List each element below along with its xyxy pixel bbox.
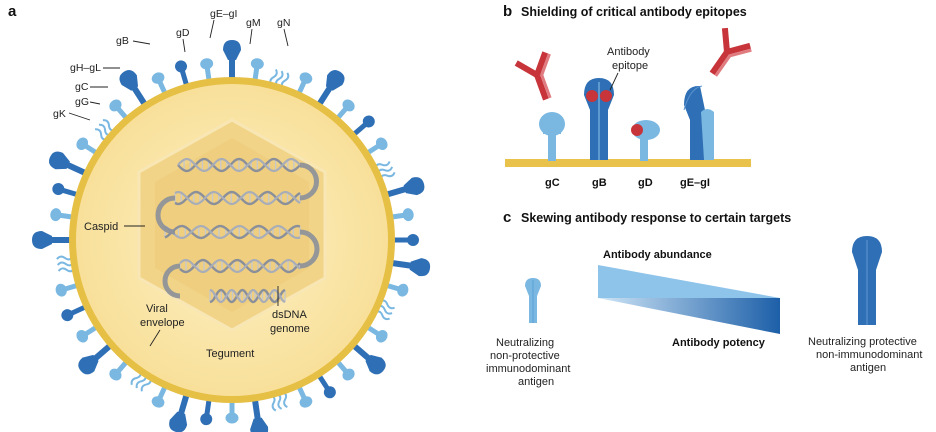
label-gd: gD <box>176 27 190 39</box>
panel-c-letter: c <box>503 209 511 226</box>
protein-gd <box>631 120 660 161</box>
panel-b-letter: b <box>503 3 512 20</box>
label-b-gc: gC <box>545 177 560 189</box>
spike-big <box>223 40 241 82</box>
spike-big <box>32 231 74 249</box>
panel-a-letter: a <box>8 3 17 20</box>
protein-gc <box>539 112 565 161</box>
label-viral-line2: envelope <box>140 317 185 329</box>
left-antigen-line1: Neutralizing <box>496 337 554 349</box>
label-tegument: Tegument <box>206 348 254 360</box>
protein-ge-gi <box>683 85 714 160</box>
label-gc: gC <box>75 81 89 93</box>
spike-big <box>250 395 269 432</box>
abundance-wedge <box>598 265 780 298</box>
antigen-small <box>525 278 541 323</box>
label-epitope-line1: Antibody <box>607 46 650 58</box>
label-caspid: Caspid <box>84 221 118 233</box>
left-antigen-line2: non-protective <box>490 350 560 362</box>
antigen-large <box>852 236 882 325</box>
dsdna-genome <box>155 157 320 304</box>
right-antigen-line2: non-immunodominant <box>816 349 922 361</box>
label-viral-line1: Viral <box>146 303 168 315</box>
label-b-gd: gD <box>638 177 653 189</box>
label-ge-gi: gE–gI <box>210 8 237 20</box>
panel-c-title: Skewing antibody response to certain tar… <box>521 211 791 225</box>
label-abundance: Antibody abundance <box>603 249 712 261</box>
antibody-right <box>709 27 752 77</box>
label-gh-gl: gH–gL <box>70 62 101 74</box>
potency-wedge <box>598 298 780 334</box>
label-gb: gB <box>116 35 129 47</box>
left-antigen-line3: immunodominant <box>486 363 570 375</box>
label-b-ge-gi: gE–gI <box>680 177 710 189</box>
label-dsdna-line2: genome <box>270 323 310 335</box>
epitope-dot <box>600 90 612 102</box>
label-gg: gG <box>75 96 89 108</box>
label-b-gb: gB <box>592 177 607 189</box>
left-antigen-line4: antigen <box>518 376 554 388</box>
label-dsdna-line1: dsDNA <box>272 309 308 321</box>
glycoprotein-label-group: gE–gI gM gN gD gB gH–gL gC gG gK <box>53 8 290 121</box>
right-antigen-line3: antigen <box>850 362 886 374</box>
right-antigen-line1: Neutralizing protective <box>808 336 917 348</box>
protein-gb <box>584 78 614 160</box>
label-gk: gK <box>53 108 66 120</box>
label-gn: gN <box>277 17 290 29</box>
epitope-dot <box>586 90 598 102</box>
spike-big <box>169 390 191 432</box>
panel-b-title: Shielding of critical antibody epitopes <box>521 5 747 19</box>
antibody-left <box>514 51 552 101</box>
spike-small <box>225 398 239 424</box>
label-gm: gM <box>246 17 261 29</box>
membrane-bar <box>505 159 751 167</box>
spike-big <box>387 258 431 277</box>
label-potency: Antibody potency <box>672 337 766 349</box>
label-epitope-line2: epitope <box>612 60 648 72</box>
spike-big <box>382 177 425 199</box>
epitope-dot <box>631 124 643 136</box>
